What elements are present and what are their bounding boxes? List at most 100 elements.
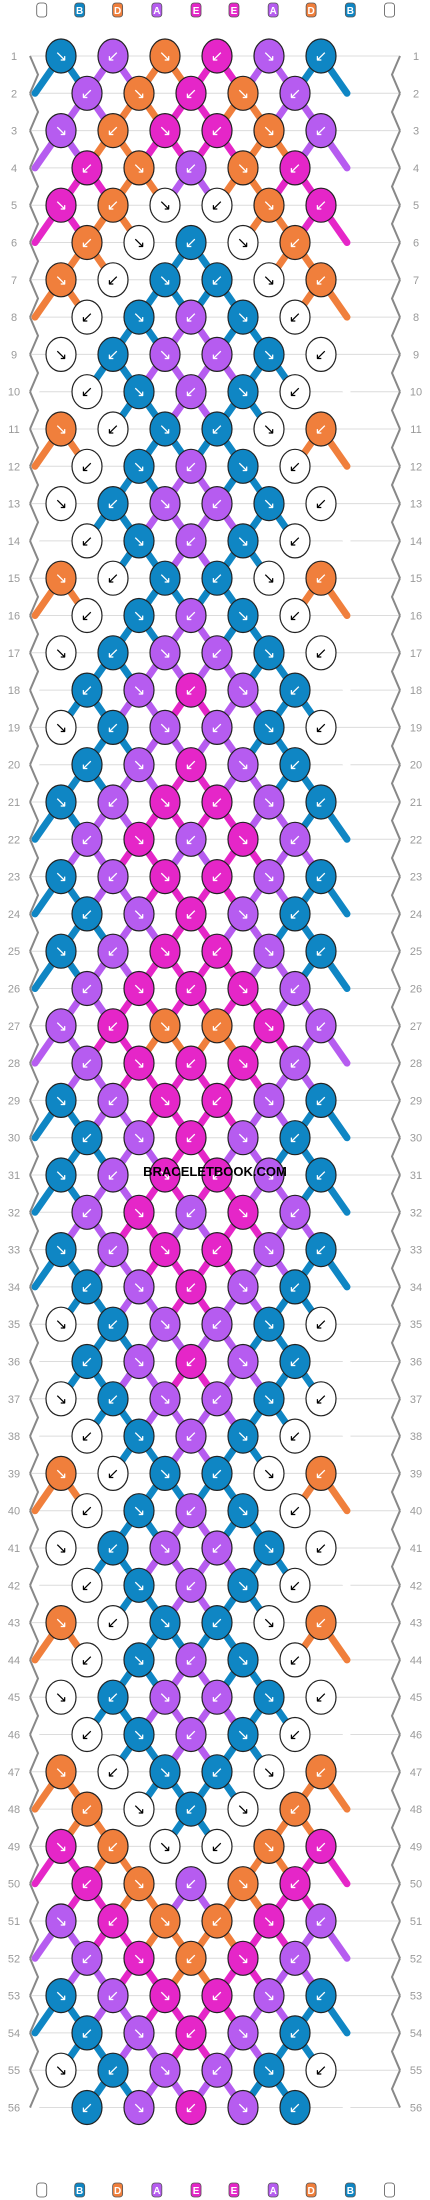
- knot[interactable]: ↙: [279, 1269, 311, 1305]
- knot[interactable]: ↙: [97, 858, 129, 895]
- knot[interactable]: ↙: [279, 1791, 311, 1827]
- knot[interactable]: ↘: [123, 1642, 155, 1678]
- knot[interactable]: ↙: [279, 150, 311, 186]
- knot[interactable]: ↘: [227, 75, 259, 111]
- knot[interactable]: ↙: [279, 1940, 311, 1976]
- knot[interactable]: ↘: [45, 262, 77, 298]
- knot[interactable]: ↙: [201, 784, 233, 820]
- knot[interactable]: ↘: [227, 2015, 259, 2051]
- knot[interactable]: ↙: [201, 336, 233, 372]
- knot[interactable]: ↙: [175, 896, 207, 932]
- knot[interactable]: ↘: [253, 1455, 285, 1492]
- knot[interactable]: ↙: [71, 299, 103, 335]
- knot[interactable]: ↘: [253, 38, 285, 74]
- knot[interactable]: ↘: [45, 1008, 77, 1044]
- knot[interactable]: ↙: [97, 1008, 129, 1044]
- knot[interactable]: ↘: [45, 784, 77, 820]
- knot[interactable]: ↘: [45, 1679, 77, 1715]
- knot[interactable]: ↘: [45, 1977, 77, 2014]
- knot[interactable]: ↘: [253, 560, 285, 596]
- knot[interactable]: ↙: [71, 1045, 103, 1081]
- knot[interactable]: ↘: [227, 299, 259, 335]
- knot[interactable]: ↘: [253, 1903, 285, 1939]
- knot[interactable]: ↙: [175, 448, 207, 484]
- knot[interactable]: ↙: [305, 1082, 337, 1119]
- knot[interactable]: ↙: [97, 1903, 129, 1939]
- knot[interactable]: ↙: [175, 1642, 207, 1678]
- knot[interactable]: ↙: [71, 2089, 103, 2126]
- knot[interactable]: ↘: [227, 1194, 259, 1230]
- knot[interactable]: ↘: [227, 150, 259, 186]
- knot[interactable]: ↘: [123, 150, 155, 186]
- knot[interactable]: ↘: [227, 1940, 259, 1976]
- knot[interactable]: ↘: [45, 38, 77, 74]
- knot[interactable]: ↙: [71, 1642, 103, 1678]
- knot[interactable]: ↙: [201, 1679, 233, 1715]
- knot[interactable]: ↙: [305, 784, 337, 820]
- knot[interactable]: ↘: [123, 75, 155, 111]
- knot[interactable]: ↘: [227, 896, 259, 932]
- knot[interactable]: ↙: [97, 411, 129, 447]
- knot[interactable]: ↘: [45, 187, 77, 223]
- knot[interactable]: ↙: [97, 1231, 129, 1268]
- knot[interactable]: ↘: [149, 1008, 181, 1044]
- knot[interactable]: ↘: [253, 858, 285, 895]
- knot[interactable]: ↙: [97, 113, 129, 149]
- knot[interactable]: ↙: [201, 1231, 233, 1268]
- knot[interactable]: ↘: [123, 1940, 155, 1976]
- knot[interactable]: ↙: [305, 1604, 337, 1641]
- knot[interactable]: ↘: [123, 1194, 155, 1230]
- knot[interactable]: ↘: [45, 1231, 77, 1268]
- knot[interactable]: ↙: [201, 187, 233, 223]
- knot[interactable]: ↘: [45, 1306, 77, 1342]
- knot[interactable]: ↙: [279, 299, 311, 335]
- knot[interactable]: ↙: [97, 784, 129, 820]
- knot[interactable]: ↘: [253, 1008, 285, 1044]
- knot[interactable]: ↘: [123, 1120, 155, 1156]
- knot[interactable]: ↙: [175, 75, 207, 111]
- knot[interactable]: ↙: [279, 1343, 311, 1380]
- knot[interactable]: ↙: [71, 970, 103, 1007]
- knot[interactable]: ↘: [253, 187, 285, 223]
- knot[interactable]: ↙: [201, 1754, 233, 1790]
- knot[interactable]: ↘: [149, 858, 181, 895]
- knot[interactable]: ↙: [305, 858, 337, 895]
- knot[interactable]: ↘: [227, 970, 259, 1007]
- knot[interactable]: ↘: [123, 1716, 155, 1753]
- knot[interactable]: ↙: [279, 224, 311, 261]
- knot[interactable]: ↙: [201, 1604, 233, 1641]
- knot[interactable]: ↙: [175, 374, 207, 410]
- knot[interactable]: ↙: [201, 1008, 233, 1044]
- knot[interactable]: ↙: [71, 1716, 103, 1753]
- knot[interactable]: ↙: [305, 1828, 337, 1865]
- knot[interactable]: ↘: [123, 1418, 155, 1454]
- knot[interactable]: ↘: [149, 2052, 181, 2088]
- knot[interactable]: ↘: [253, 1679, 285, 1715]
- knot[interactable]: ↘: [149, 411, 181, 447]
- knot[interactable]: ↙: [97, 262, 129, 298]
- knot[interactable]: ↙: [97, 38, 129, 74]
- knot[interactable]: ↙: [175, 1343, 207, 1380]
- knot[interactable]: ↘: [149, 784, 181, 820]
- knot[interactable]: ↘: [227, 747, 259, 783]
- knot[interactable]: ↙: [71, 747, 103, 783]
- knot[interactable]: ↘: [253, 1754, 285, 1790]
- knot[interactable]: ↘: [123, 597, 155, 634]
- knot[interactable]: ↙: [71, 2015, 103, 2051]
- knot[interactable]: ↘: [253, 635, 285, 671]
- knot[interactable]: ↘: [227, 597, 259, 634]
- knot[interactable]: ↘: [253, 1231, 285, 1268]
- knot[interactable]: ↘: [45, 2052, 77, 2088]
- knot[interactable]: ↘: [227, 1269, 259, 1305]
- knot[interactable]: ↙: [279, 1045, 311, 1081]
- knot[interactable]: ↙: [305, 635, 337, 671]
- knot[interactable]: ↙: [97, 1828, 129, 1865]
- knot[interactable]: ↙: [201, 1828, 233, 1865]
- knot[interactable]: ↙: [279, 747, 311, 783]
- knot[interactable]: ↘: [45, 1455, 77, 1492]
- knot[interactable]: ↙: [71, 821, 103, 857]
- knot[interactable]: ↘: [253, 262, 285, 298]
- knot[interactable]: ↙: [201, 1903, 233, 1939]
- knot[interactable]: ↙: [305, 709, 337, 746]
- knot[interactable]: ↙: [305, 113, 337, 149]
